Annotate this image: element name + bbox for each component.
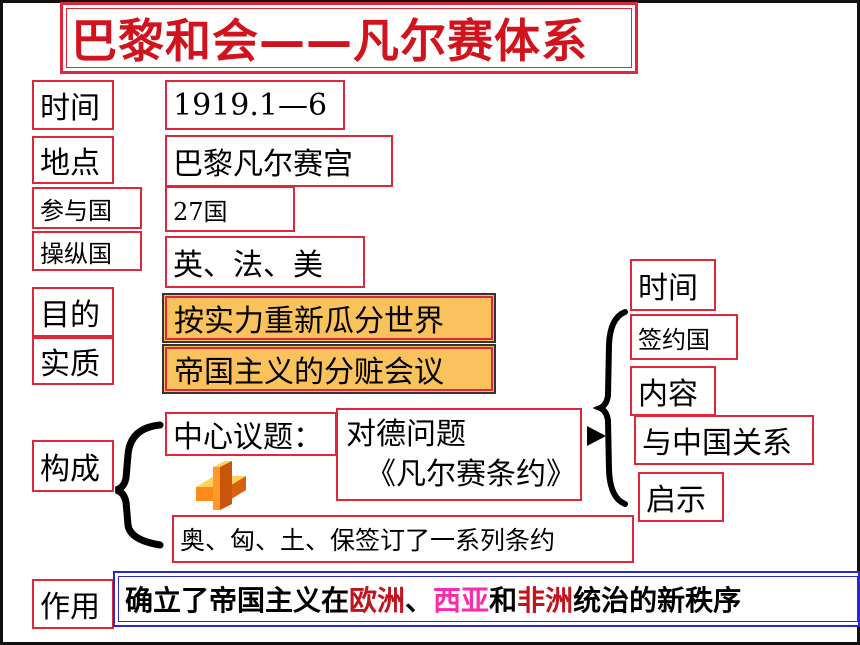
- central-issue-label: 中心议题：: [165, 412, 337, 456]
- label-composition: 构成: [32, 440, 114, 492]
- label-place: 地点: [32, 136, 114, 184]
- value-participants: 27国: [165, 186, 295, 232]
- other-treaties: 奥、匈、土、保签订了一系列条约: [172, 515, 634, 563]
- effect-box: 确立了帝国主义在 欧洲 、 西亚 和 非洲 统治的新秩序: [113, 571, 860, 627]
- label-essence: 实质: [32, 337, 114, 385]
- label-purpose: 目的: [32, 287, 114, 337]
- cross-3d-icon: [196, 461, 246, 510]
- title-inner-border: [66, 8, 632, 68]
- aspects-brace: [592, 309, 628, 507]
- effect-europe: 欧洲: [349, 584, 406, 617]
- value-purpose: 按实力重新瓜分世界: [162, 293, 496, 343]
- title-text: 巴黎和会——凡尔赛体系: [71, 14, 588, 68]
- slide-title: 巴黎和会——凡尔赛体系: [60, 2, 638, 74]
- label-time: 时间: [32, 80, 114, 130]
- aspect-lessons: 启示: [638, 472, 724, 522]
- value-controllers: 英、法、美: [165, 236, 365, 288]
- effect-africa: 非洲: [517, 584, 574, 617]
- value-time: 1919.1—6: [165, 80, 345, 130]
- effect-and: 和: [489, 584, 518, 617]
- aspect-china-relations: 与中国关系: [634, 415, 814, 465]
- value-place: 巴黎凡尔赛宫: [165, 135, 393, 187]
- central-issue-box: 对德问题 《凡尔赛条约》: [336, 408, 582, 501]
- value-essence: 帝国主义的分赃会议: [162, 344, 496, 394]
- central-issue-line2: 《凡尔赛条约》: [366, 456, 576, 492]
- effect-inner-border: [118, 576, 858, 622]
- aspect-content: 内容: [630, 366, 716, 416]
- aspect-signatories: 签约国: [630, 314, 738, 360]
- central-issue-line1: 对德问题: [346, 416, 466, 452]
- aspect-time: 时间: [630, 259, 716, 311]
- label-controllers: 操纵国: [32, 231, 142, 271]
- composition-brace: [114, 421, 164, 549]
- effect-text-1: 确立了帝国主义在: [125, 584, 350, 617]
- effect-text-2: 统治的新秩序: [573, 584, 742, 617]
- arrow-right-icon: [587, 426, 606, 446]
- effect-sep-1: 、: [405, 584, 434, 617]
- label-participants: 参与国: [32, 187, 142, 229]
- effect-west-asia: 西亚: [433, 584, 490, 617]
